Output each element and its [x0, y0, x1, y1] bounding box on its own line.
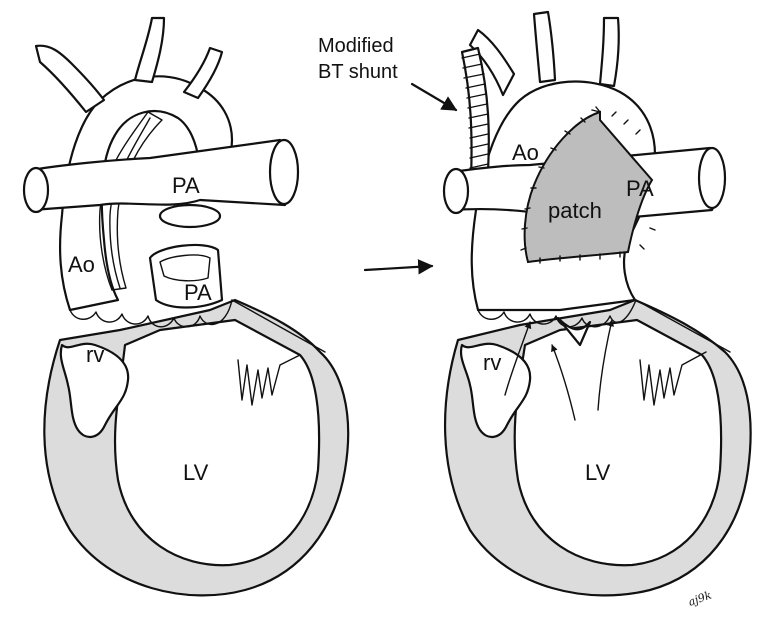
- right-ventricle-cavity: [59, 342, 130, 438]
- artist-signature: aj9k: [687, 588, 714, 608]
- right-vessel-branch-2: [532, 10, 557, 84]
- left-pa-cut-top: [158, 203, 222, 229]
- right-rv-cavity: [459, 342, 532, 438]
- flow-arrow-1: [504, 321, 532, 396]
- left-valve-cusps: [69, 299, 233, 328]
- right-vessel-branch-1: [468, 28, 516, 97]
- left-label-lv: LV: [183, 460, 209, 485]
- right-septum-line: [635, 299, 731, 353]
- left-vessel-branch-3: [182, 46, 224, 100]
- left-ventricle-cavity: [113, 318, 321, 567]
- right-valve-leaflet: [556, 316, 592, 347]
- annotation-pointer-arrow: [410, 82, 458, 112]
- right-ventricle-cavity: [513, 318, 723, 567]
- right-valve-cusps: [477, 299, 637, 328]
- left-label-pa-bottom: PA: [184, 280, 212, 305]
- chordae-right: [639, 351, 707, 406]
- chordae-left: [237, 354, 301, 406]
- flow-arrow-3: [597, 319, 614, 411]
- right-pa-end-left: [442, 167, 470, 215]
- right-pa-end-right: [697, 146, 727, 210]
- annotation-line2: BT shunt: [318, 61, 398, 83]
- left-pa-end-left: [22, 166, 50, 214]
- right-vessel-branch-3: [598, 16, 620, 88]
- left-vessel-branch-1: [34, 44, 106, 114]
- patch-suture: [520, 106, 656, 264]
- septum-line: [231, 299, 326, 353]
- right-arrow-icon: [363, 259, 434, 275]
- flow-arrow-2: [551, 344, 576, 421]
- right-label-pa: PA: [626, 176, 654, 201]
- left-vessel-branch-2: [133, 16, 166, 84]
- left-pa-end-right: [268, 138, 300, 206]
- left-label-pa-top: PA: [172, 173, 200, 198]
- left-pa-branch: [30, 138, 291, 212]
- right-label-ao: Ao: [512, 140, 539, 165]
- left-heart: [22, 16, 350, 597]
- left-label-rv: rv: [86, 342, 104, 367]
- right-label-rv: rv: [483, 350, 501, 375]
- right-label-patch: patch: [548, 198, 602, 223]
- right-label-lv: LV: [585, 460, 611, 485]
- left-pa-stump: [148, 243, 224, 309]
- left-label-ao: Ao: [68, 252, 95, 277]
- right-heart: [442, 10, 752, 597]
- annotation-line1: Modified: [318, 35, 394, 57]
- left-conduit-weave: [109, 117, 151, 289]
- left-pa-stump-lumen: [159, 254, 211, 282]
- patch: [523, 110, 654, 264]
